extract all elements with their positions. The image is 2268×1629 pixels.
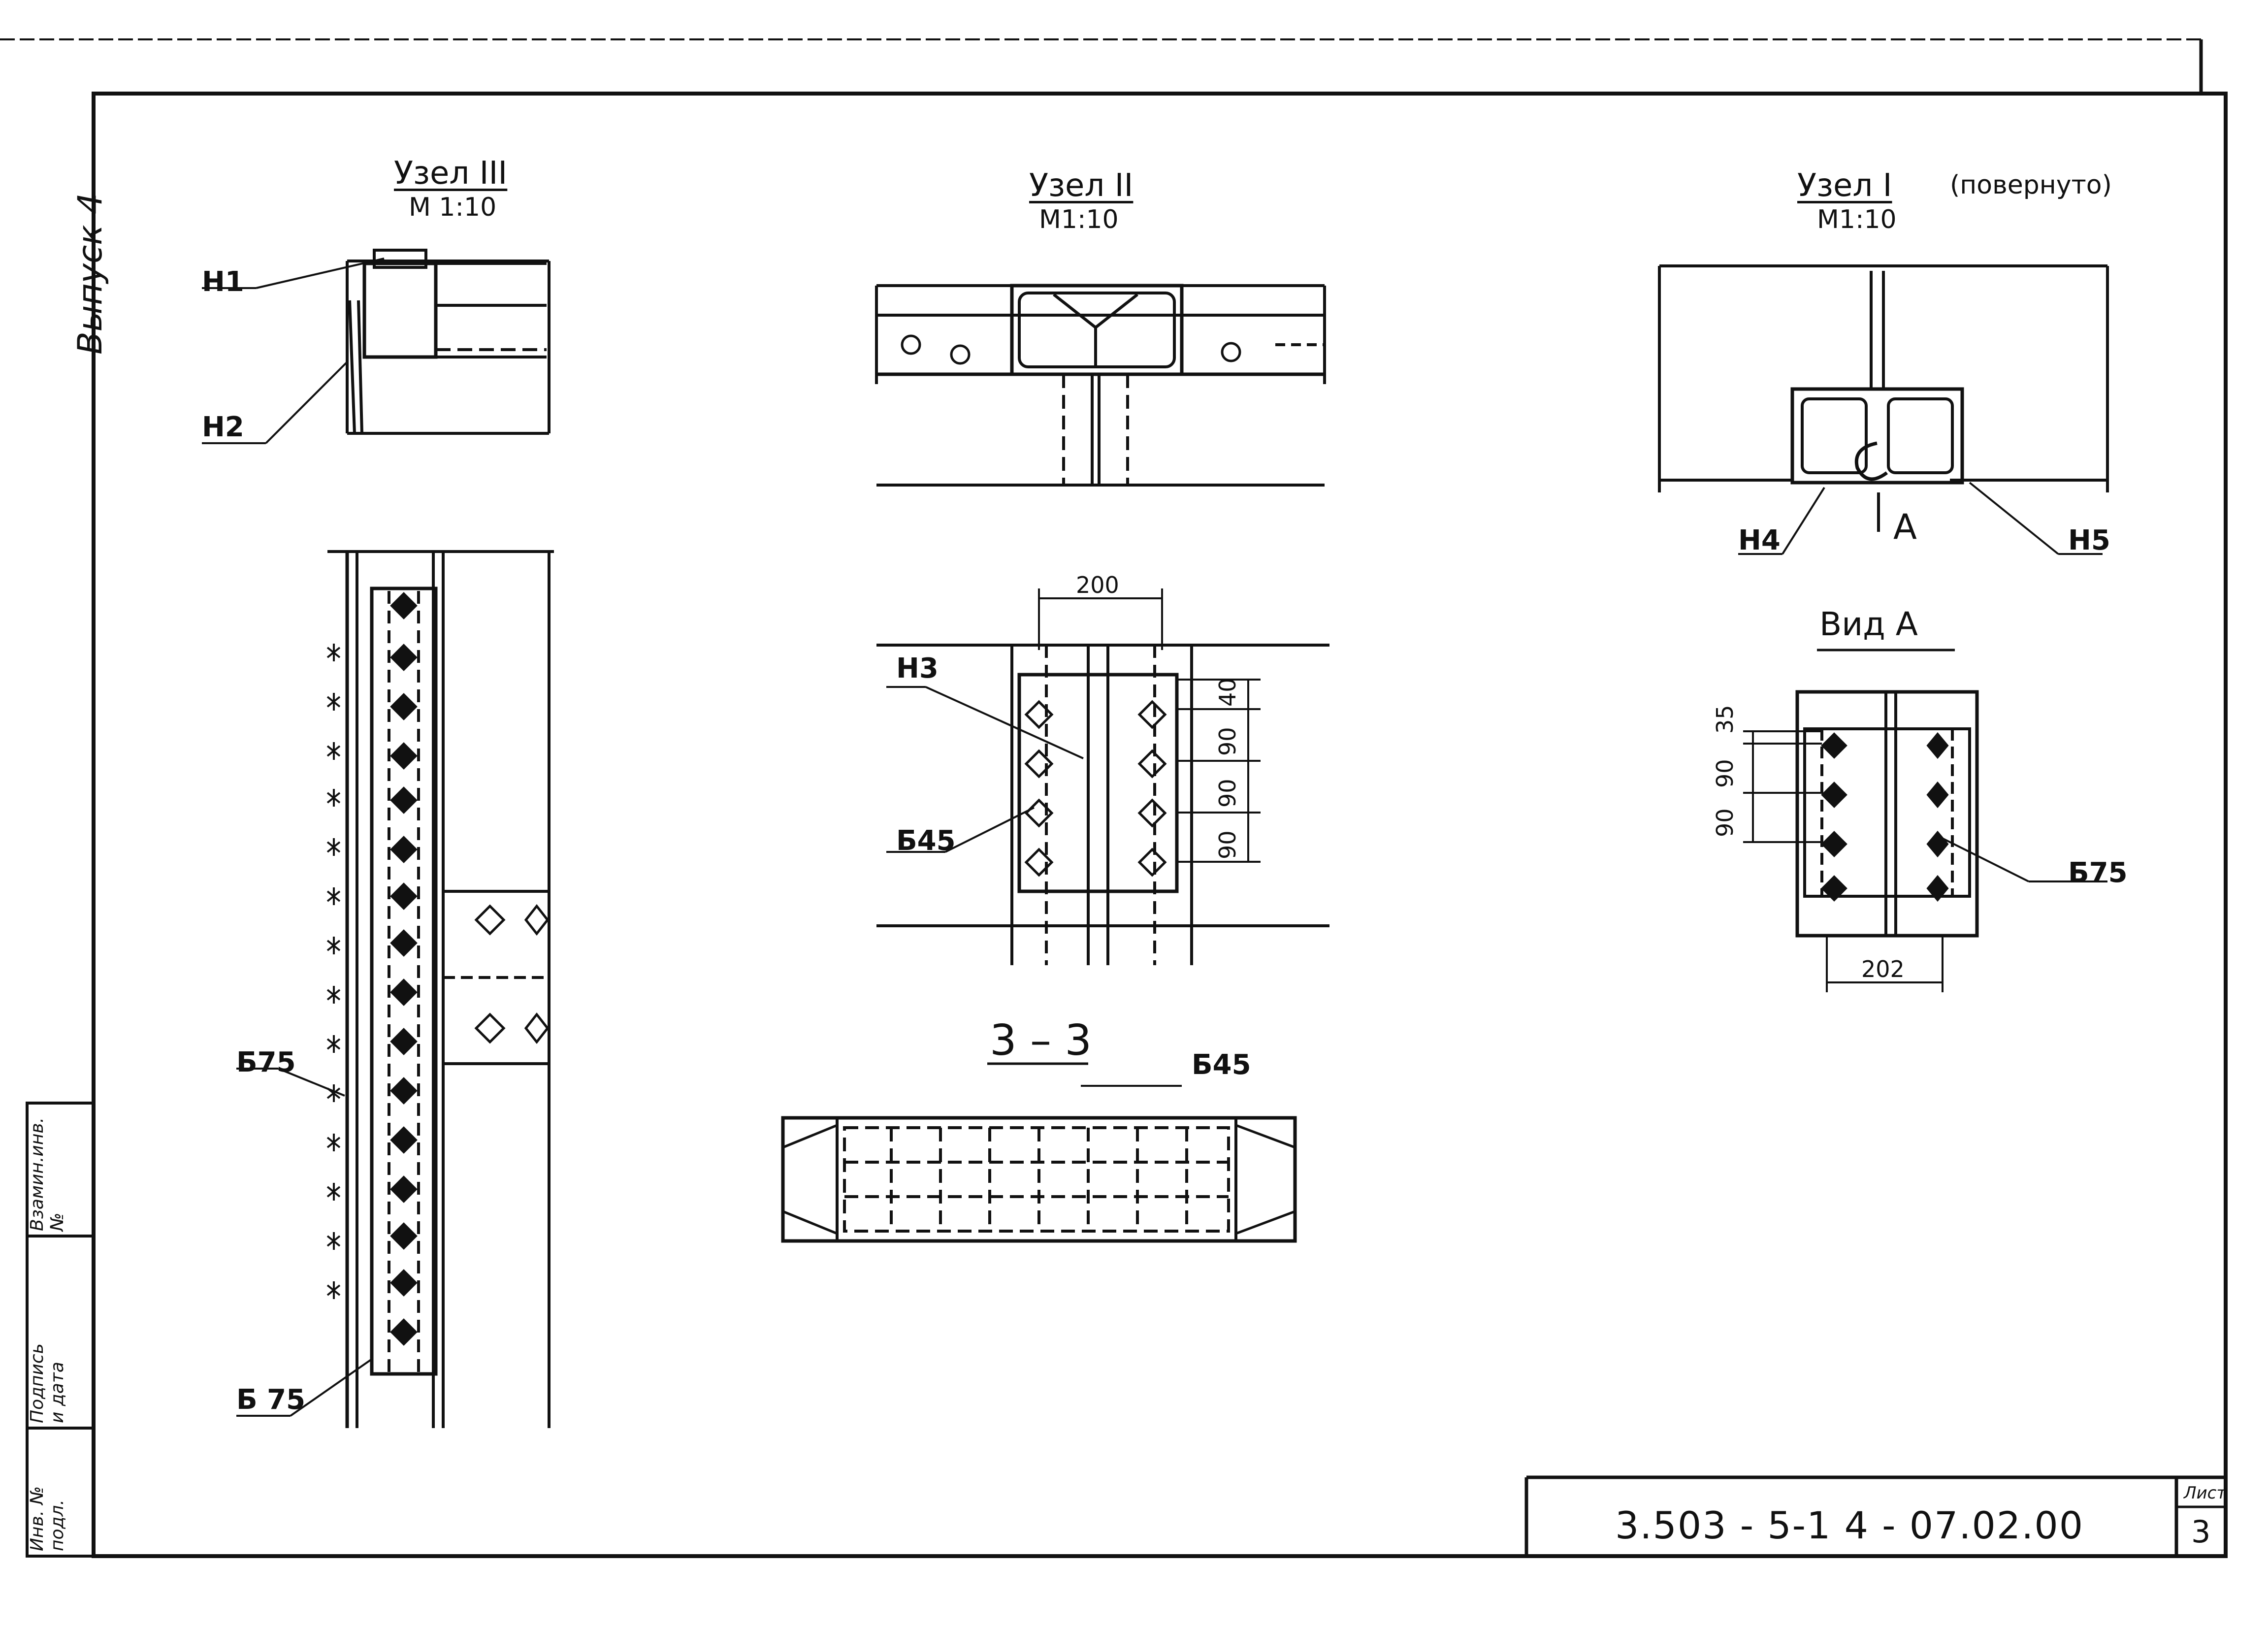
sheet-number: 3 [2191, 1514, 2211, 1550]
stamp-inv-no: Инв. № подл. [27, 1486, 67, 1551]
dim-90-2: 90 [1214, 779, 1241, 808]
view-a-title: Вид А [1819, 605, 1918, 643]
dim-90-1: 90 [1214, 727, 1241, 756]
dim-90-3: 90 [1214, 830, 1241, 859]
mark-n3: Н3 [896, 652, 939, 684]
mark-b75-c: Б75 [2068, 857, 2128, 889]
uzel-1-drawing [1658, 264, 2109, 652]
dim-40: 40 [1214, 678, 1241, 707]
sheet-label: Лист [2184, 1483, 2227, 1503]
drawing-code: 3.503 - 5-1 4 - 07.02.00 [1615, 1503, 2084, 1547]
uzel-3-title: Узел III [394, 155, 508, 192]
uzel-3-scale: М 1:10 [409, 193, 497, 222]
uzel-3-drawing [202, 249, 551, 444]
mark-b45-a: Б45 [896, 825, 956, 857]
side-title: Выпуск 4 [71, 193, 110, 355]
uzel-2-plan [876, 588, 1329, 965]
dim-200: 200 [1076, 572, 1119, 598]
uzel-1-title: Узел I [1797, 167, 1892, 204]
mark-b75-a: Б75 [236, 1046, 296, 1078]
mark-n4: Н4 [1738, 524, 1781, 556]
sheet-frame [0, 38, 2228, 1558]
column-elevation [236, 550, 554, 1428]
mark-n5: Н5 [2068, 524, 2110, 556]
uzel-2-title: Узел II [1029, 167, 1134, 204]
section-3-3-drawing [781, 1062, 1297, 1243]
dim-35: 35 [1712, 705, 1738, 734]
mark-b45-b: Б45 [1192, 1049, 1251, 1081]
dim-90-5: 90 [1712, 808, 1738, 837]
uzel-2-drawing [875, 284, 1326, 487]
uzel-1-note: (повернуто) [1950, 170, 2112, 200]
mark-n2: Н2 [202, 411, 244, 443]
stamp-sign-date: Подпись и дата [27, 1343, 67, 1423]
dim-90-4: 90 [1712, 759, 1738, 788]
dim-202: 202 [1861, 956, 1905, 982]
uzel-1-scale: М1:10 [1817, 205, 1897, 234]
view-a-drawing [1743, 690, 2107, 992]
section-3-3-title: 3 – 3 [990, 1016, 1092, 1065]
stamp-replace-inv: Взамин.инв.№ [27, 1117, 67, 1231]
uzel-2-scale: М1:10 [1039, 205, 1119, 234]
mark-n1: Н1 [202, 266, 244, 298]
mark-b75-b: Б 75 [236, 1384, 306, 1416]
arrow-a-label: А [1893, 507, 1917, 547]
